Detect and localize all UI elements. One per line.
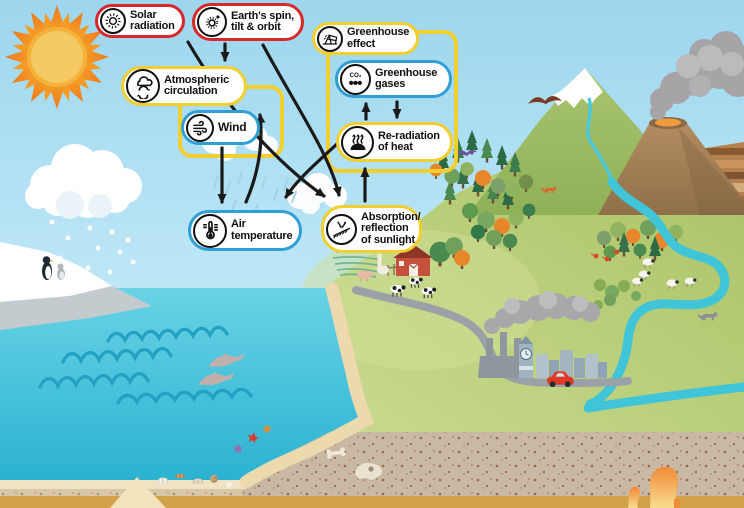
beach bbox=[239, 282, 375, 489]
node-label: Wind bbox=[218, 120, 247, 135]
sun-rays-icon bbox=[100, 8, 126, 34]
arrow-air-temperature-to-atmospheric bbox=[244, 113, 266, 204]
iceberg bbox=[0, 242, 152, 330]
dinosaur-skull-fossil bbox=[354, 462, 383, 483]
greenhouse-icon bbox=[317, 25, 343, 52]
fossil-bone bbox=[326, 447, 346, 459]
node-greenhouse-effect: Greenhouse effect bbox=[312, 22, 419, 55]
wolf bbox=[698, 312, 719, 321]
node-re-radiation-of-heat: Re-radiation of heat bbox=[336, 122, 453, 162]
snow-cloud bbox=[25, 144, 142, 219]
svg-text:CO₂: CO₂ bbox=[349, 72, 361, 79]
magma-plumes bbox=[628, 466, 680, 508]
chickens bbox=[590, 248, 620, 262]
city-buildings bbox=[536, 350, 607, 378]
forest bbox=[429, 130, 684, 310]
penguins bbox=[42, 256, 65, 280]
sunlight-absorption-icon bbox=[326, 213, 357, 245]
node-solar-radiation: Solar radiation bbox=[95, 4, 185, 38]
factory-smoke bbox=[484, 291, 600, 334]
cloud-cycle-icon bbox=[126, 69, 160, 103]
node-atmospheric-circulation: Atmospheric circulation bbox=[121, 66, 247, 106]
red-car bbox=[546, 371, 574, 388]
node-label: Atmospheric circulation bbox=[164, 73, 230, 97]
small-shell bbox=[226, 482, 232, 488]
sand-layers bbox=[0, 477, 744, 508]
fox bbox=[541, 186, 558, 193]
node-label: Absorption/ reflection of sunlight bbox=[361, 211, 421, 246]
node-air-temperature: Air temperature bbox=[188, 210, 302, 251]
waves bbox=[38, 325, 253, 406]
arrow-earths-spin-to-absorption bbox=[261, 43, 342, 197]
volcano-smoke bbox=[650, 31, 744, 120]
seashells bbox=[157, 473, 232, 488]
purple-bird bbox=[456, 149, 477, 156]
node-label: Air temperature bbox=[231, 218, 293, 242]
spin-orbit-icon bbox=[197, 7, 227, 37]
sun bbox=[5, 5, 109, 109]
clock-tower bbox=[519, 336, 533, 378]
node-label: Greenhouse gases bbox=[375, 66, 438, 90]
node-label: Solar radiation bbox=[130, 8, 175, 32]
node-label: Greenhouse effect bbox=[347, 26, 410, 50]
heat-radiation-icon bbox=[341, 125, 374, 159]
node-label: Earth's spin, tilt & orbit bbox=[231, 9, 294, 33]
node-greenhouse-gases: CO₂ Greenhouse gases bbox=[335, 60, 452, 98]
llama bbox=[376, 251, 389, 278]
farm-barn bbox=[393, 244, 433, 276]
pig bbox=[357, 270, 374, 282]
co2-molecule-icon: CO₂ bbox=[340, 63, 371, 95]
ocean bbox=[0, 288, 364, 481]
thermometer-icon bbox=[193, 213, 227, 248]
factory bbox=[478, 332, 524, 378]
mountain-stream bbox=[586, 97, 614, 181]
underground-sediment bbox=[240, 432, 744, 508]
eagle bbox=[528, 96, 562, 104]
node-absorption-reflection: Absorption/ reflection of sunlight bbox=[321, 205, 422, 253]
wind-icon bbox=[186, 113, 214, 142]
river-lower bbox=[583, 382, 744, 413]
sand-mound bbox=[110, 477, 166, 508]
river bbox=[585, 177, 730, 409]
node-label: Re-radiation of heat bbox=[378, 129, 440, 153]
node-earths-spin-tilt-orbit: Earth's spin, tilt & orbit bbox=[192, 3, 304, 41]
dolphins bbox=[198, 352, 245, 386]
node-wind: Wind bbox=[181, 110, 260, 145]
volcano bbox=[598, 117, 744, 215]
